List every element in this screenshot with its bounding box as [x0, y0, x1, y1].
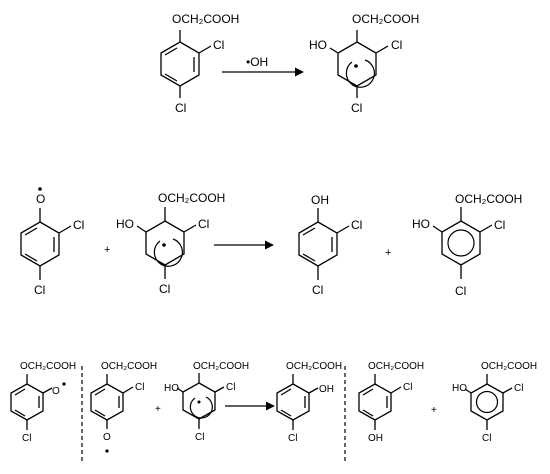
hydroxy-label: HO	[412, 217, 430, 231]
oxy-label: O	[36, 192, 45, 206]
hydroxy-label: OH	[311, 193, 329, 207]
chloro-label: Cl	[351, 101, 362, 115]
chloro-label: Cl	[175, 101, 186, 115]
plus-sign: +	[155, 404, 161, 415]
oxy-label: O	[52, 386, 60, 397]
chloro-label: Cl	[482, 433, 491, 444]
row3-chlorohydroxy-product: OCH₂COOH Cl OH	[358, 361, 424, 444]
chloro-label: Cl	[195, 432, 204, 443]
radical-dot	[354, 64, 358, 68]
oxyacetic-acid-label: OCH₂COOH	[455, 192, 522, 206]
chloro-label: Cl	[288, 433, 297, 444]
oxyacetic-acid-label: OCH₂COOH	[158, 191, 225, 205]
chloro-label: Cl	[494, 218, 505, 232]
oxyacetic-acid-label: OCH₂COOH	[193, 361, 249, 372]
oxyacetic-acid-label: OCH₂COOH	[101, 361, 157, 372]
chloro-label: Cl	[73, 218, 84, 232]
row3-trisubstituted-product: OCH₂COOH HO Cl Cl	[452, 361, 537, 444]
oxyacetic-acid-label: OCH₂COOH	[172, 12, 239, 26]
hydroxy-label: OH	[319, 384, 334, 395]
row2-radical-adduct: OCH₂COOH HO Cl Cl	[116, 191, 225, 296]
radical-dot	[105, 449, 109, 453]
row3-para-phenoxy-radical: OCH₂COOH Cl O	[90, 361, 157, 453]
oxy-label: O	[103, 432, 111, 443]
chloro-label: Cl	[403, 382, 412, 393]
chloro-label: Cl	[351, 218, 362, 232]
chloro-label: Cl	[213, 38, 224, 52]
hydroxy-label: HO	[452, 383, 467, 394]
row3-hydroxylated-product: OCH₂COOH OH Cl	[276, 361, 342, 444]
row1-arrow: •OH	[222, 55, 304, 77]
hydroxy-label: HO	[116, 217, 134, 231]
hydroxy-label: OH	[368, 433, 383, 444]
oxyacetic-acid-label: OCH₂COOH	[352, 12, 419, 26]
chloro-label: Cl	[135, 382, 144, 393]
plus-sign: +	[385, 247, 391, 259]
hydroxy-label: HO	[309, 38, 327, 52]
radical-dot	[162, 243, 166, 247]
row1-reactant-24d: OCH₂COOH Cl Cl	[160, 12, 239, 115]
plus-sign: +	[104, 244, 110, 256]
chloro-label: Cl	[226, 382, 235, 393]
row2-hydroxylated-product: OCH₂COOH HO Cl Cl	[412, 192, 522, 298]
chloro-label: Cl	[312, 283, 323, 297]
oxyacetic-acid-label: OCH₂COOH	[286, 361, 342, 372]
chloro-label: Cl	[514, 383, 523, 394]
hydroxyl-radical-reagent: •OH	[246, 55, 268, 69]
row3-radical-adduct: OCH₂COOH HO Cl Cl	[164, 361, 249, 443]
chloro-label: Cl	[159, 282, 170, 296]
hydroxy-label: HO	[164, 383, 179, 394]
chloro-label: Cl	[22, 433, 31, 444]
oxyacetic-acid-label: OCH₂COOH	[481, 361, 537, 372]
radical-dot	[62, 382, 66, 386]
row3-ortho-phenoxy-radical: OCH₂COOH O Cl	[10, 361, 76, 444]
chloro-label: Cl	[198, 217, 209, 231]
row2-phenoxy-radical: O Cl Cl	[20, 187, 84, 297]
radical-dot	[38, 187, 42, 191]
radical-dot	[197, 400, 201, 404]
row1-radical-adduct: OCH₂COOH HO Cl Cl	[309, 12, 419, 115]
chloro-label: Cl	[391, 38, 402, 52]
oxyacetic-acid-label: OCH₂COOH	[368, 361, 424, 372]
oxyacetic-acid-label: OCH₂COOH	[20, 361, 76, 372]
row2-dichlorophenol: OH Cl Cl	[298, 193, 362, 297]
chloro-label: Cl	[455, 284, 466, 298]
chloro-label: Cl	[34, 283, 45, 297]
plus-sign: +	[431, 405, 437, 416]
